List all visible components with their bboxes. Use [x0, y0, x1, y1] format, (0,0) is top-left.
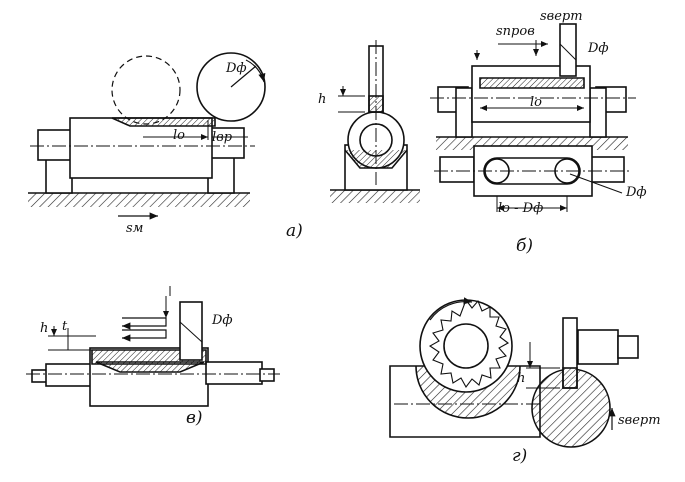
label-g-h: h	[517, 371, 526, 386]
label-a-sm: sм	[126, 221, 144, 236]
label-a-diameter: Dф	[226, 61, 247, 76]
label-v-df: Dф	[212, 313, 233, 328]
label-v-t: t	[62, 319, 68, 334]
keyway-cut	[111, 117, 216, 127]
label-a-l0: lo	[173, 128, 185, 143]
end-mill-b	[559, 23, 577, 77]
label-b-df-bottom: Dф	[626, 185, 647, 200]
shaft-end-left	[37, 129, 75, 161]
panel-a-diagram	[28, 52, 266, 220]
label-g-svert: sверт	[618, 413, 661, 428]
cutter-dashed	[111, 55, 181, 125]
label-v-h: h	[40, 321, 49, 336]
label-b-df-top: Dф	[588, 41, 609, 56]
panel-g-diagram	[389, 297, 639, 448]
label-b-svert: sверт	[540, 9, 583, 24]
base-plate	[28, 193, 250, 207]
label-a-lvr: lвр	[212, 130, 233, 145]
caption-v: в)	[186, 408, 203, 428]
end-mill-v	[179, 301, 203, 361]
label-b-l0: lo	[530, 95, 542, 110]
caption-b: б)	[516, 236, 534, 256]
panel-b-plan-view	[434, 145, 632, 212]
label-b-sprov: sпров	[496, 24, 535, 39]
label-b-l0-minus-df: lo - Dф	[498, 201, 544, 216]
workpiece-body	[69, 117, 213, 179]
panel-v-diagram	[26, 286, 280, 407]
panel-b-end-view	[330, 40, 420, 203]
caption-g: г)	[512, 446, 528, 466]
caption-a: a)	[286, 221, 303, 241]
label-b-h-end: h	[318, 92, 327, 107]
shaft-end-right	[209, 127, 245, 159]
